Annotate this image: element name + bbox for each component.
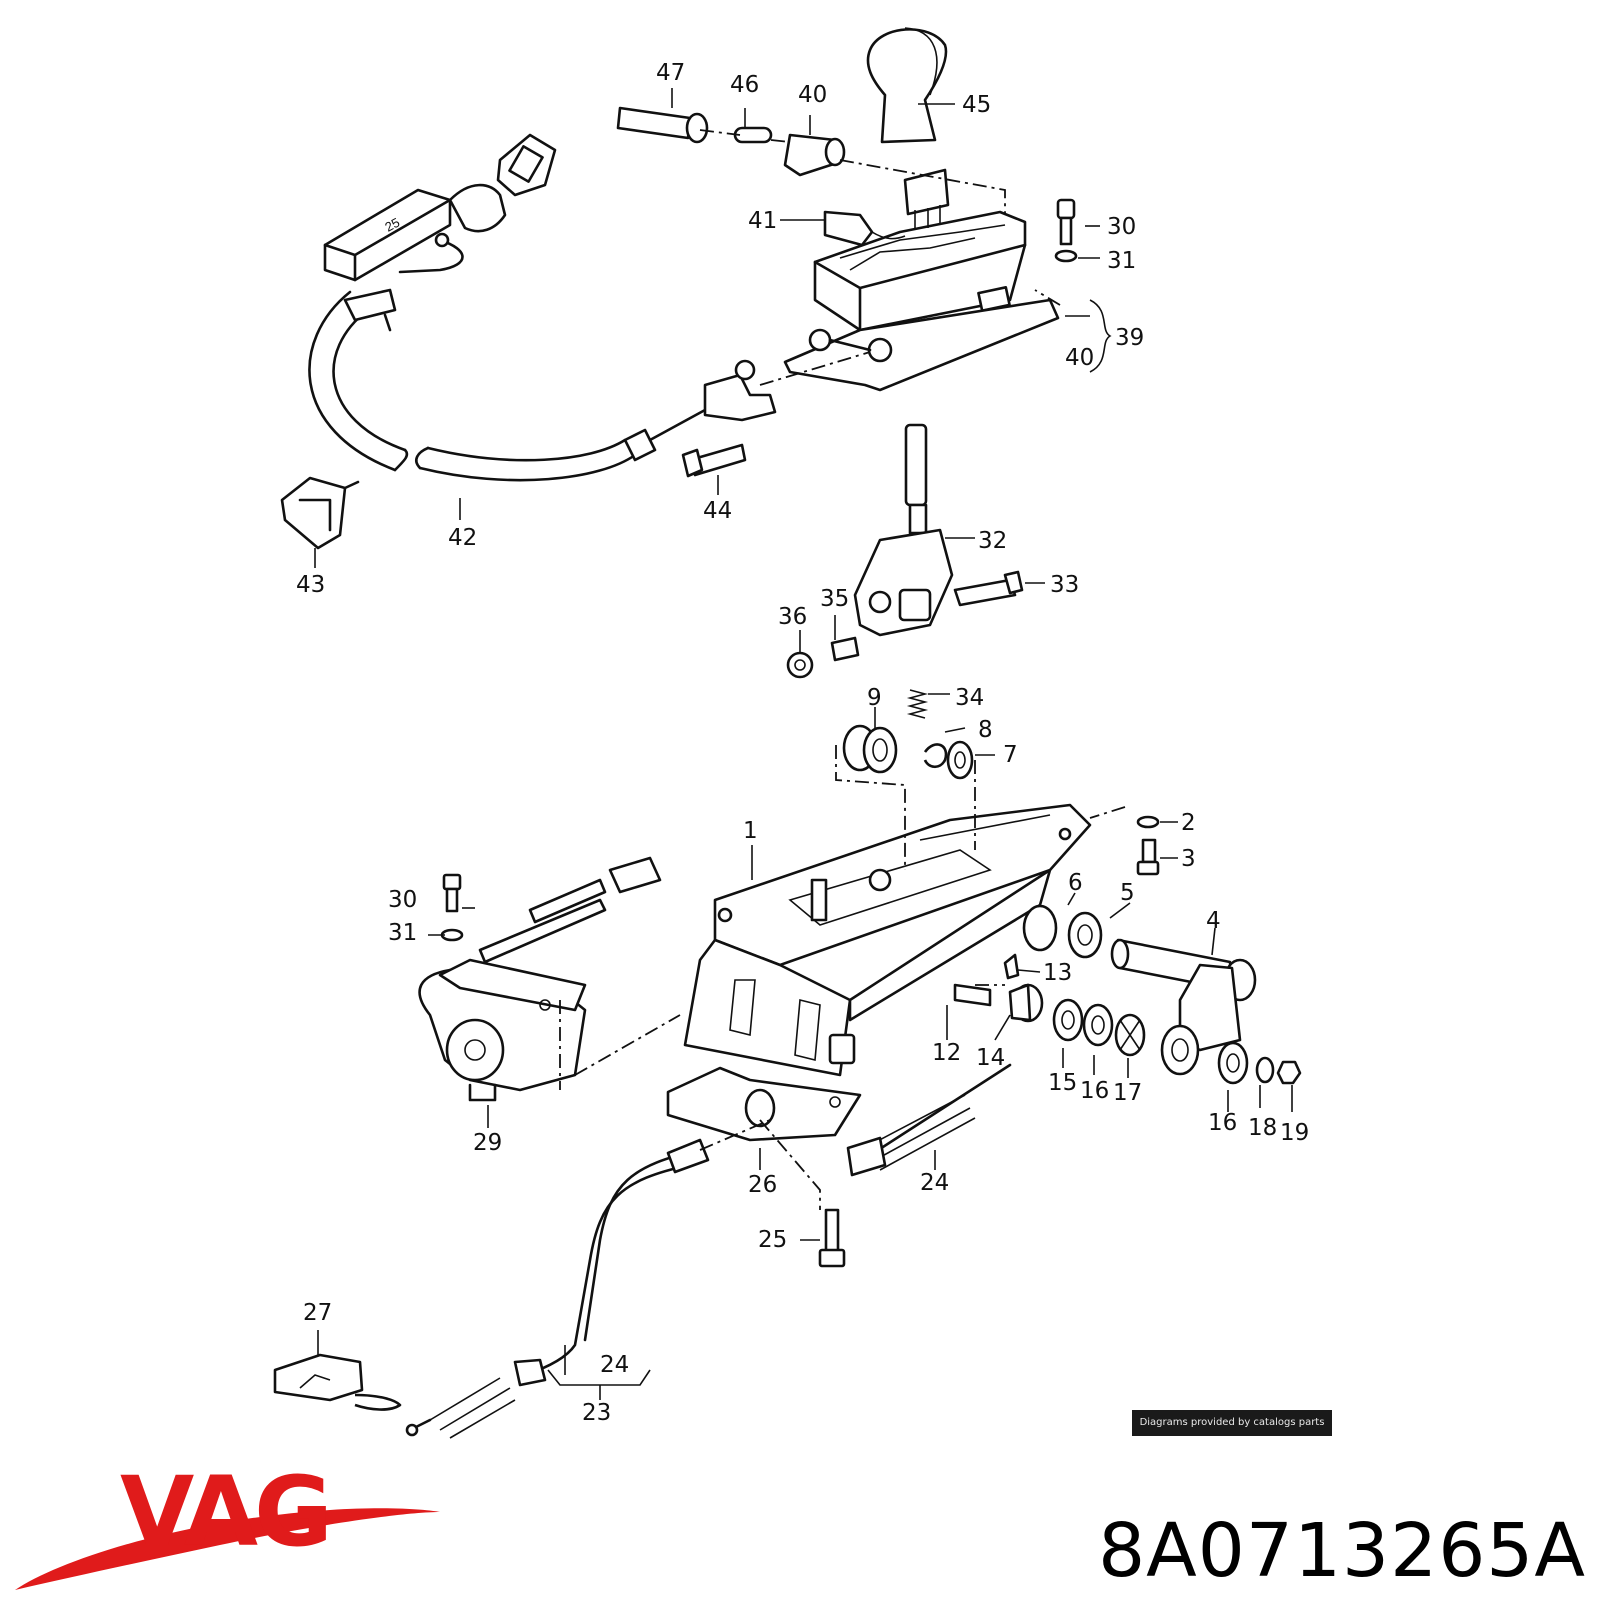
svg-text:25: 25 [382, 215, 402, 235]
bracket-26 [666, 1066, 862, 1142]
callout-12: 12 [932, 1040, 961, 1066]
bolt-25 [818, 1208, 846, 1268]
callout-2: 2 [1181, 810, 1196, 836]
callout-39: 39 [1115, 325, 1144, 351]
washer-2-bolt-3 [1136, 815, 1160, 876]
callout-24: 24 [920, 1170, 949, 1196]
bolt-30-upper [1054, 198, 1078, 263]
callout-31: 31 [388, 920, 417, 946]
callout-4: 4 [1206, 908, 1221, 934]
catalog-credit-badge: Diagrams provided by catalogs parts [1132, 1410, 1332, 1436]
cable-23 [405, 1138, 710, 1439]
callout-26: 26 [748, 1172, 777, 1198]
callout-45: 45 [962, 92, 991, 118]
callout-15: 15 [1048, 1070, 1077, 1096]
callout-24: 24 [600, 1352, 629, 1378]
callout-25: 25 [758, 1227, 787, 1253]
callout-30: 30 [1107, 214, 1136, 240]
callout-7: 7 [1003, 742, 1018, 768]
bulb-46 [733, 126, 773, 144]
callout-36: 36 [778, 604, 807, 630]
part-number: 8A0713265A [1098, 1508, 1586, 1594]
callout-9: 9 [867, 685, 882, 711]
callout-14: 14 [976, 1045, 1005, 1071]
callout-5: 5 [1120, 880, 1135, 906]
alignment-lines [559, 129, 1126, 1210]
callout-23: 23 [582, 1400, 611, 1426]
callout-46: 46 [730, 72, 759, 98]
callout-35: 35 [820, 586, 849, 612]
bracket-27 [273, 1353, 402, 1411]
callout-43: 43 [296, 572, 325, 598]
callout-32: 32 [978, 528, 1007, 554]
callout-30: 30 [388, 887, 417, 913]
callout-1: 1 [743, 818, 758, 844]
callout-44: 44 [703, 498, 732, 524]
shaft-assembly-4 [1110, 938, 1257, 1076]
spring-34 [906, 689, 929, 719]
leader-lines [314, 88, 1293, 1400]
callout-labels: 47 46 40 45 41 30 31 39 40 42 43 44 32 3… [296, 60, 1309, 1426]
bulb-holder-40 [783, 133, 846, 177]
callout-6: 6 [1068, 870, 1083, 896]
callout-27: 27 [303, 1300, 332, 1326]
callout-41: 41 [748, 208, 777, 234]
selector-lever-32 [853, 423, 1024, 637]
callout-34: 34 [955, 685, 984, 711]
callout-8: 8 [978, 717, 993, 743]
callout-16: 16 [1080, 1078, 1109, 1104]
cable-42 [308, 288, 777, 482]
callout-40: 40 [1065, 345, 1094, 371]
bracket-cable-block: 25 [323, 133, 557, 282]
callout-29: 29 [473, 1130, 502, 1156]
shift-knob-45 [866, 27, 948, 144]
pin-47 [616, 106, 709, 144]
bushes-9-8-7 [842, 724, 974, 780]
callout-42: 42 [448, 525, 477, 551]
connector-41 [823, 210, 906, 247]
base-plate-1 [683, 803, 1092, 1077]
callout-31: 31 [1107, 248, 1136, 274]
callout-13: 13 [1043, 960, 1072, 986]
selector-housing-39 [783, 168, 1060, 392]
bolt-44 [681, 443, 747, 478]
callout-17: 17 [1113, 1080, 1142, 1106]
callout-16: 16 [1208, 1110, 1237, 1136]
callout-3: 3 [1181, 846, 1196, 872]
callout-33: 33 [1050, 572, 1079, 598]
vag-logo: VAG [15, 1456, 440, 1590]
callout-18: 18 [1248, 1115, 1277, 1141]
bolt-30-lower [440, 873, 464, 942]
svg-text:VAG: VAG [120, 1456, 329, 1568]
actuator-29 [418, 856, 662, 1102]
callout-19: 19 [1280, 1120, 1309, 1146]
cable-24-upper [846, 1063, 1012, 1177]
small-parts-35-36 [786, 636, 860, 679]
callout-40: 40 [798, 82, 827, 108]
callout-47: 47 [656, 60, 685, 86]
cable-clip-43 [280, 476, 360, 550]
washers-row [953, 904, 1302, 1085]
